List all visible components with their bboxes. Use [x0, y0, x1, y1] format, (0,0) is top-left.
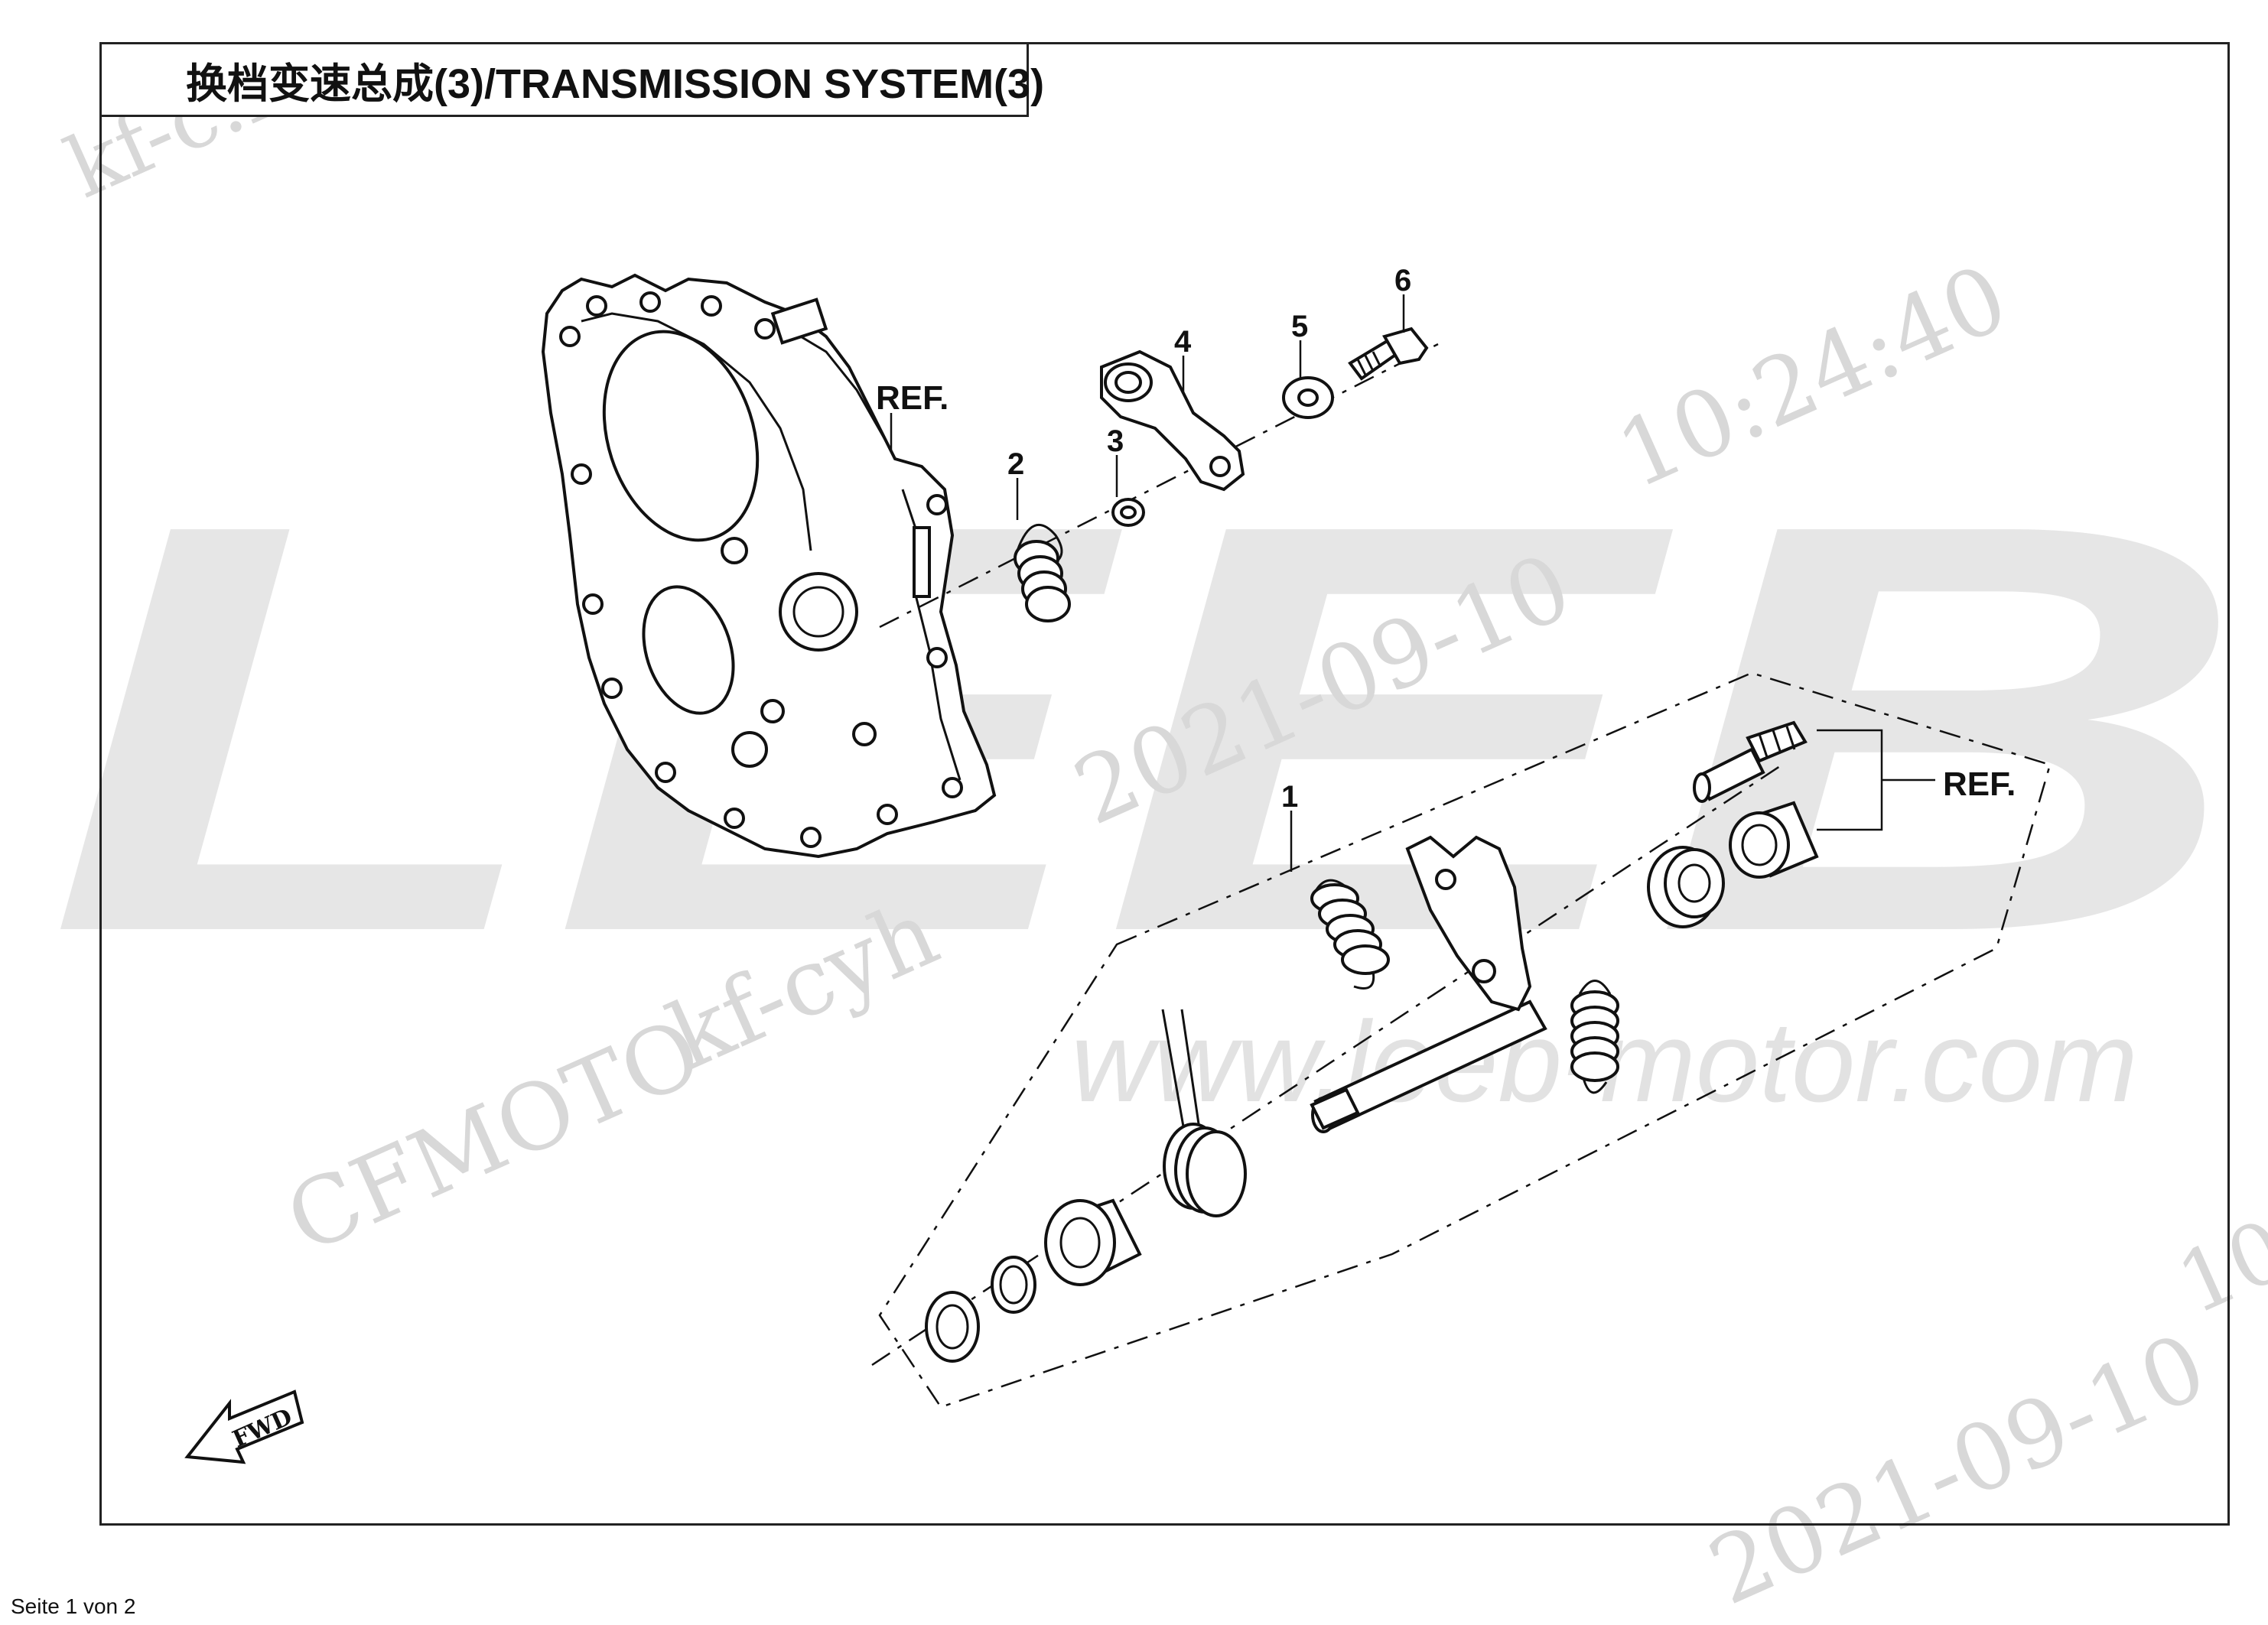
- part-1-spring-b: [1570, 980, 1619, 1094]
- crankcase-cover-ref: [541, 273, 997, 859]
- part-6-bolt: [1348, 327, 1429, 381]
- part-1-group-outline: [878, 671, 2052, 1409]
- callout-1: 1: [1281, 780, 1298, 814]
- callout-3: 3: [1107, 424, 1124, 458]
- callout-labels: 1 2 3 4 5 6 REF. REF.: [876, 264, 2016, 814]
- part-3-washer: [1111, 498, 1145, 527]
- ref-collar: [1647, 846, 1725, 928]
- page-title: 换档变速总成(3)/TRANSMISSION SYSTEM(3): [99, 42, 1044, 117]
- ref-label-right: REF.: [1943, 765, 2016, 803]
- part-1-bushing: [1044, 1198, 1142, 1286]
- ref-stopper-pin: [1693, 720, 1808, 803]
- drawing-frame: [99, 42, 2230, 1526]
- part-5-washer: [1282, 376, 1334, 419]
- axis-line-upper: [879, 343, 1439, 629]
- ref-needle-bearing: [1729, 801, 1819, 879]
- part-2-spring: [1014, 523, 1071, 622]
- part-1-circlip: [991, 1256, 1036, 1314]
- watermark-brand: LEEB: [46, 404, 2249, 1053]
- part-4-lever: [1100, 349, 1245, 492]
- part-1-shift-shaft-assembly: [925, 720, 1819, 1363]
- callout-5: 5: [1291, 310, 1308, 343]
- part-1-return-spring: [1161, 1009, 1247, 1217]
- ref-label-top: REF.: [876, 379, 949, 417]
- callout-2: 2: [1007, 447, 1024, 481]
- leader-ref-right: [1817, 729, 1935, 831]
- part-1-spring-a: [1310, 879, 1390, 990]
- page-footer: Seite 1 von 2: [11, 1594, 136, 1618]
- callout-6: 6: [1394, 264, 1411, 297]
- callout-4: 4: [1174, 325, 1192, 359]
- leader-lines: [890, 294, 1935, 872]
- part-1-washer: [925, 1291, 980, 1363]
